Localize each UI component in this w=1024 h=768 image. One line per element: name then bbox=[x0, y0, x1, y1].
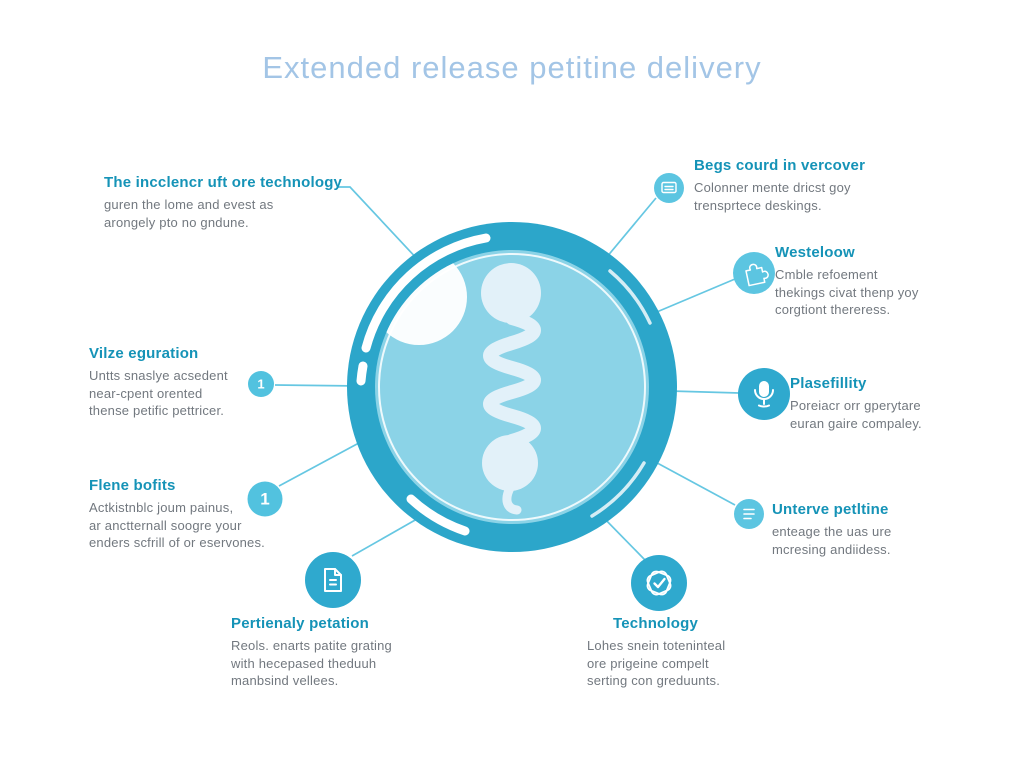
callout-text-line: Untts snaslye acsedent bbox=[89, 368, 228, 383]
callout-pertienaly-petation: Pertienaly petation Reols. enarts patite… bbox=[231, 615, 392, 690]
callout-heading: Pertienaly petation bbox=[231, 615, 370, 632]
callout-heading: Plasefillity bbox=[790, 375, 867, 392]
callout-text-line: arongely pto no gndune. bbox=[104, 214, 249, 230]
badge-number-label: 1 bbox=[257, 377, 264, 392]
callout-heading: The incclencr uft ore technology bbox=[104, 174, 343, 191]
callout-text-line: euran gaire compaley. bbox=[790, 415, 922, 431]
callout-text-line: Poreiacr orr gperytare bbox=[790, 398, 921, 413]
badge-check-icon bbox=[631, 555, 687, 611]
callout-text-line: Actkistnblc joum painus, bbox=[89, 500, 234, 515]
connector-vilze bbox=[274, 384, 361, 387]
callout-core-technology: The incclencr uft ore technology guren t… bbox=[104, 174, 342, 231]
list-icon bbox=[734, 499, 764, 529]
coil-molecule-icon bbox=[481, 263, 541, 515]
badge-number-label: 1 bbox=[260, 490, 269, 509]
callout-text-line: enteage the uas ure bbox=[772, 524, 892, 539]
callout-westeloow: Westeloow Cmble refoement thekings civat… bbox=[775, 244, 919, 319]
microphone-icon bbox=[738, 368, 790, 420]
callout-heading: Westeloow bbox=[775, 244, 855, 261]
capsule-illustration bbox=[347, 222, 677, 552]
callout-text-line: enders scfrill of or eservones. bbox=[89, 535, 265, 550]
connector-flene bbox=[278, 436, 371, 487]
connector-plasefillity bbox=[669, 390, 740, 394]
callout-text-line: thekings civat thenp yoy bbox=[775, 284, 919, 300]
callout-unterve-petltine: Unterve petltine enteage the uas ure mcr… bbox=[772, 501, 891, 558]
callout-begs-courd: Begs courd in vercover Colonner mente dr… bbox=[694, 157, 865, 214]
document-icon bbox=[305, 552, 361, 608]
callout-text-line: ar anctternall soogre your bbox=[89, 517, 242, 533]
callout-heading: Flene bofits bbox=[89, 477, 176, 494]
number-badge: 1 bbox=[247, 481, 283, 517]
callout-text-line: mcresing andiidess. bbox=[772, 541, 891, 557]
callout-text-line: trensprtece deskings. bbox=[694, 197, 822, 213]
folder-icon bbox=[654, 173, 684, 203]
connector-unterve bbox=[647, 457, 736, 506]
callout-text-line: guren the lome and evest as bbox=[104, 197, 274, 212]
connector-lines bbox=[274, 186, 740, 561]
capsule-inner-outline bbox=[378, 253, 646, 521]
callout-text-line: near-cpent orented bbox=[89, 385, 203, 401]
connector-pertienaly bbox=[351, 514, 425, 557]
connector-core-technology bbox=[337, 186, 421, 263]
page-title: Extended release petitine delivery bbox=[262, 50, 762, 85]
callout-text-line: Colonner mente dricst goy bbox=[694, 180, 851, 195]
callout-heading: Technology bbox=[613, 615, 699, 632]
callout-text-line: with hecepased theduuh bbox=[231, 655, 377, 671]
connector-technology bbox=[599, 513, 646, 561]
callout-text-line: manbsind vellees. bbox=[231, 673, 339, 688]
puzzle-icon bbox=[733, 252, 775, 294]
callout-vilze-eguration: Vilze eguration Untts snaslye acsedent n… bbox=[89, 345, 228, 420]
callout-flene-bofits: Flene bofits Actkistnblc joum painus, ar… bbox=[89, 477, 265, 552]
connector-westeloow bbox=[651, 278, 736, 315]
number-badge: 1 bbox=[248, 371, 274, 397]
callout-text-line: ore prigeine compelt bbox=[587, 655, 709, 671]
callout-text-line: corgtiont thereress. bbox=[775, 302, 891, 317]
callout-heading: Unterve petltine bbox=[772, 501, 889, 518]
callout-heading: Begs courd in vercover bbox=[694, 157, 866, 174]
callout-plasefillity: Plasefillity Poreiacr orr gperytare eura… bbox=[790, 375, 922, 432]
callout-text-line: thense petific pettricer. bbox=[89, 403, 225, 418]
callout-technology: Technology Lohes snein toteninteal ore p… bbox=[587, 615, 725, 690]
callout-text-line: Reols. enarts patite grating bbox=[231, 638, 392, 653]
callout-text-line: Cmble refoement bbox=[775, 267, 878, 282]
callout-text-line: Lohes snein toteninteal bbox=[587, 638, 726, 653]
connector-begs bbox=[605, 197, 657, 259]
ring-highlights bbox=[356, 233, 652, 536]
callout-heading: Vilze eguration bbox=[89, 345, 199, 362]
callout-text-line: serting con greduunts. bbox=[587, 673, 721, 688]
